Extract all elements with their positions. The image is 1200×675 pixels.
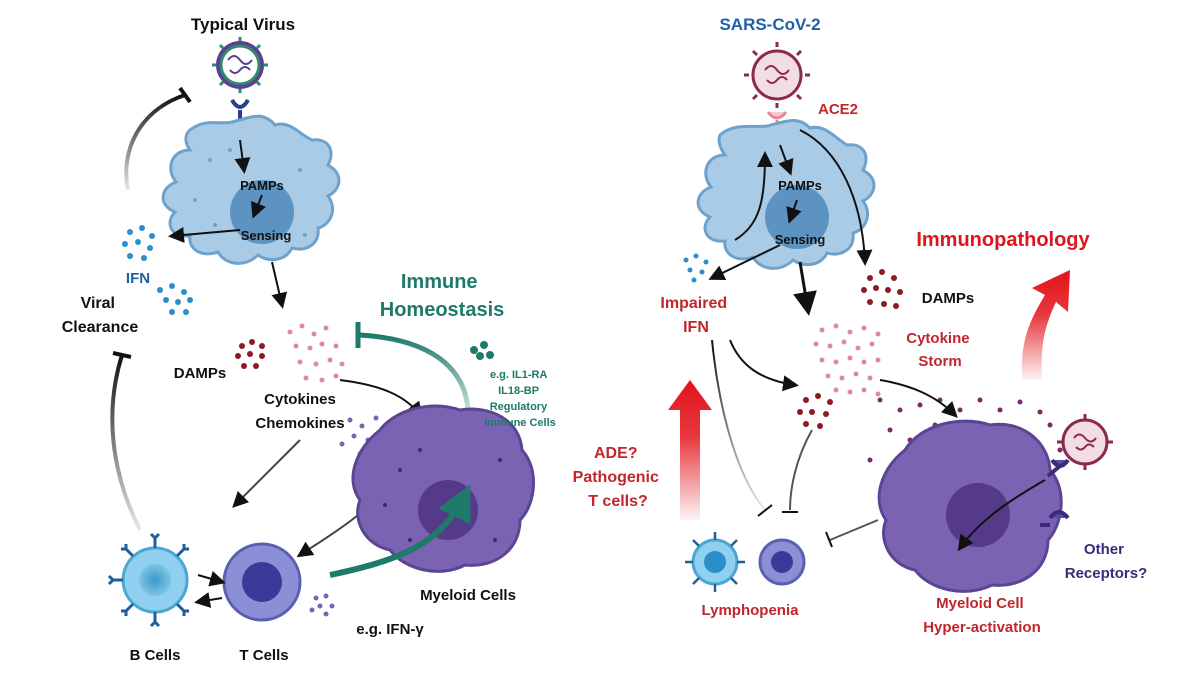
cytokine-dots-left bbox=[287, 323, 345, 383]
impaired-ifn-label: Impaired IFN bbox=[660, 295, 731, 336]
myeloid-cells-label: Myeloid Cells bbox=[420, 587, 516, 604]
ade-label: ADE? Pathogenic T cells? bbox=[573, 445, 664, 510]
regulators-label: e.g. IL1-RA IL18-BP Regulatory Immune Ce… bbox=[484, 369, 556, 429]
viral-clearance-label: Viral Clearance bbox=[62, 295, 139, 336]
damps-dots-right bbox=[797, 269, 903, 429]
cytokines-label: Cytokines bbox=[264, 391, 336, 408]
sars-cov-2-label: SARS-CoV-2 bbox=[719, 15, 820, 34]
immune-homeostasis-label: Immune Homeostasis bbox=[380, 271, 505, 321]
b-cell-small bbox=[685, 532, 745, 592]
sensing-label-right: Sensing bbox=[775, 232, 826, 247]
myeloid-hyper-label: Myeloid Cell Hyper-activation bbox=[923, 595, 1041, 636]
typical-virus-icon bbox=[212, 37, 268, 93]
b-cell bbox=[107, 532, 189, 628]
ifn-gamma-label: e.g. IFN-γ bbox=[356, 621, 424, 638]
sars-cov-2-virus-icon bbox=[744, 42, 810, 108]
t-cell-small bbox=[758, 538, 806, 586]
t-cells-label: T Cells bbox=[239, 647, 288, 664]
cytokine-storm-label: Cytokine Storm bbox=[906, 330, 974, 370]
damps-label-left: DAMPs bbox=[174, 365, 227, 382]
other-receptors-label: Other Receptors? bbox=[1065, 541, 1148, 582]
damps-dots-left bbox=[235, 339, 265, 369]
immunopathology-label: Immunopathology bbox=[916, 229, 1090, 251]
damps-label-right: DAMPs bbox=[922, 290, 975, 307]
typical-virus-label: Typical Virus bbox=[191, 15, 295, 34]
dendritic-cell-left bbox=[161, 114, 341, 265]
other-receptor-icon bbox=[1040, 510, 1070, 527]
pamps-label-right: PAMPs bbox=[778, 178, 822, 193]
ifn-label: IFN bbox=[126, 270, 150, 287]
b-cells-label: B Cells bbox=[130, 647, 181, 664]
chemokines-label: Chemokines bbox=[255, 415, 344, 432]
lymphopenia-label: Lymphopenia bbox=[702, 602, 800, 619]
receptor-dark-icon bbox=[1046, 458, 1070, 478]
sars-cov-2-virus-small-icon bbox=[1057, 414, 1113, 470]
t-cell bbox=[222, 542, 302, 622]
myeloid-cell-right bbox=[877, 419, 1063, 593]
ifn-dots-left bbox=[122, 225, 193, 315]
myeloid-cell-left bbox=[351, 404, 535, 573]
cytokine-storm-dots bbox=[813, 323, 881, 397]
pamps-label-left: PAMPs bbox=[240, 178, 284, 193]
ace2-label: ACE2 bbox=[818, 101, 858, 118]
sensing-label-left: Sensing bbox=[241, 228, 292, 243]
